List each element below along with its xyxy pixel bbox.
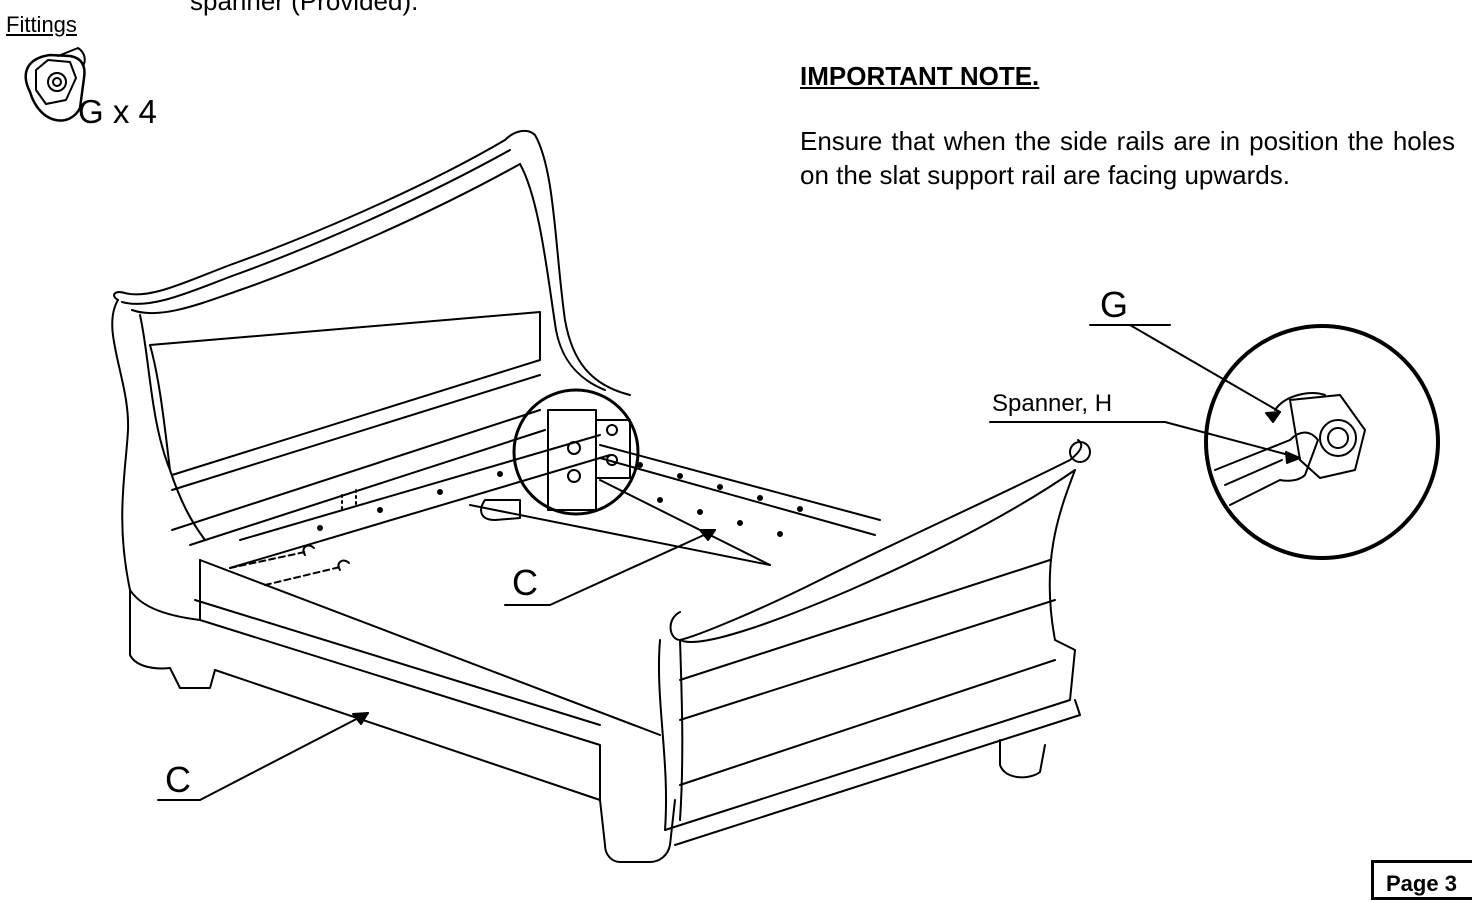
barrel-nut-icon: [24, 47, 86, 122]
fittings-label: Fittings: [6, 12, 77, 37]
callout-label-c-upper: C: [512, 562, 538, 603]
page-number: Page 3: [1371, 860, 1472, 900]
callout-label-c-lower: C: [165, 759, 191, 800]
far-side-rail: [317, 444, 881, 566]
cut-off-instruction-text: spanner (Provided).: [190, 0, 419, 16]
headboard: [111, 129, 631, 591]
fitting-quantity: G x 4: [78, 93, 157, 130]
callout-label-g: G: [1100, 284, 1129, 325]
important-note-heading: IMPORTANT NOTE.: [800, 61, 1040, 91]
callout-lines: [157, 324, 1301, 801]
footboard: [657, 439, 1091, 846]
important-note-body: Ensure that when the side rails are in p…: [800, 126, 1455, 190]
bolt-detail: [229, 489, 357, 586]
callout-label-spanner: Spanner, H: [992, 390, 1113, 417]
zoom-detail: [1204, 324, 1440, 560]
left-side-rail: [129, 434, 676, 863]
bracket-detail-circle: [512, 388, 640, 516]
